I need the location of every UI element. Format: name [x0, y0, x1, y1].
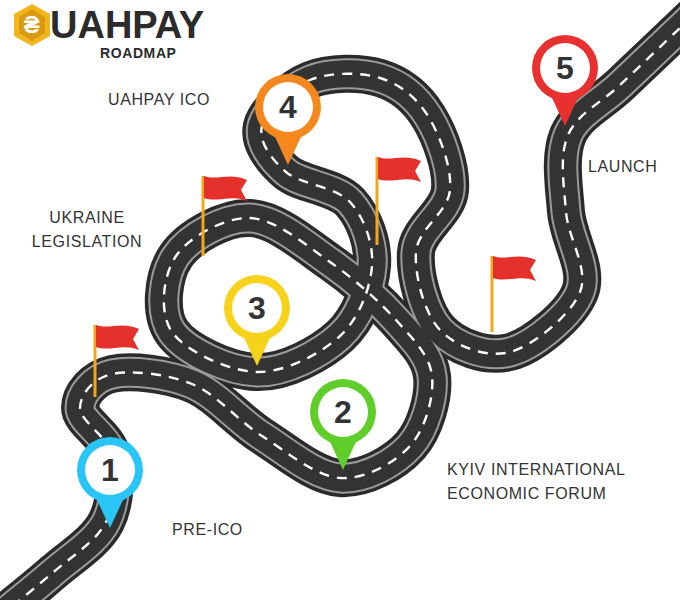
map-pin: 1 — [75, 435, 145, 531]
callout-number: 4 — [253, 84, 323, 130]
logo-title: UAHPAY — [50, 3, 204, 47]
callout-number: 1 — [75, 447, 145, 493]
milestone-label: PRE-ICO — [172, 518, 282, 542]
logo-hexagon — [14, 4, 50, 46]
flags — [94, 157, 537, 397]
milestone-label: UKRAINE LEGISLATION — [22, 206, 152, 254]
logo-symbol: ₴ — [14, 12, 50, 38]
milestone-label: UAHPAY ICO — [108, 88, 248, 112]
callout-number: 3 — [222, 285, 292, 331]
map-pin: 5 — [530, 33, 600, 129]
flag — [376, 157, 422, 245]
map-pin: 4 — [253, 72, 323, 168]
flag — [202, 176, 248, 256]
flag — [94, 325, 140, 397]
subtitle: ROADMAP — [100, 44, 220, 62]
milestone-label: KYIV INTERNATIONAL ECONOMIC FORUM — [447, 458, 667, 506]
callout-number: 5 — [530, 45, 600, 91]
flag — [491, 256, 537, 332]
milestone-label: LAUNCH — [588, 155, 676, 179]
map-pin: 3 — [222, 273, 292, 369]
callout-number: 2 — [308, 389, 378, 435]
map-pin: 2 — [308, 377, 378, 473]
